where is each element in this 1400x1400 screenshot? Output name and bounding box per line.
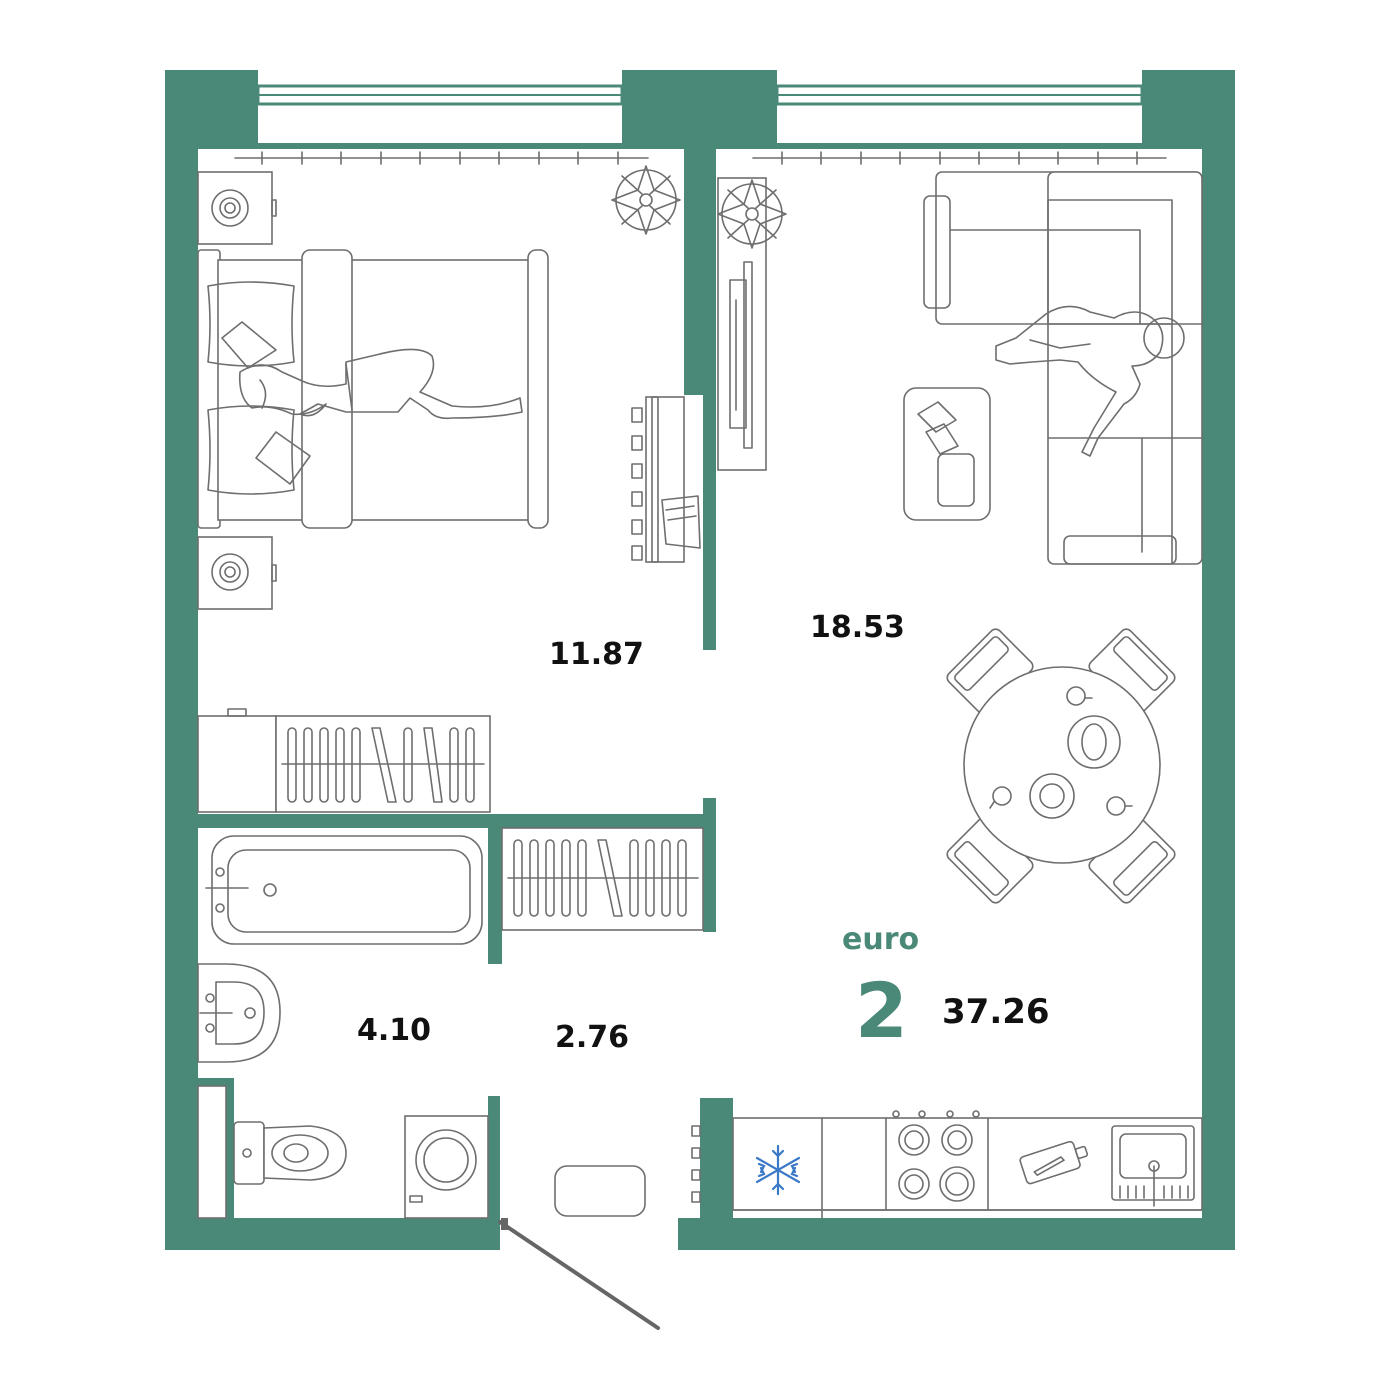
bedroom-area-label: 11.87 — [549, 637, 644, 672]
snowflake-icon — [755, 1144, 801, 1196]
tv-stand — [717, 177, 767, 471]
total-area-label: 37.26 — [942, 992, 1050, 1032]
bedroom-furniture — [197, 165, 701, 813]
windows — [256, 84, 1144, 106]
sink-icon — [1111, 1125, 1195, 1207]
toilet — [233, 1121, 347, 1185]
washbasin — [197, 963, 281, 1063]
bed — [197, 249, 549, 529]
kitchen-counter — [691, 1110, 1203, 1219]
bathroom-furniture — [197, 827, 704, 1330]
plant-icon — [717, 179, 787, 249]
bathroom-area-label: 4.10 — [357, 1013, 432, 1048]
wardrobe — [197, 708, 491, 813]
layout-type-label: euro — [842, 922, 920, 957]
dining-table — [946, 628, 1176, 904]
stove-icon — [892, 1110, 980, 1202]
hallway-area-label: 2.76 — [555, 1020, 630, 1055]
walls — [165, 70, 1235, 1250]
nightstand-top — [197, 171, 277, 245]
bathtub — [205, 835, 483, 945]
hall-rug — [554, 1165, 646, 1217]
entrance-door — [498, 1218, 660, 1330]
rooms-count: 2 — [855, 966, 908, 1055]
curtain-rails — [234, 151, 1167, 165]
plant-icon — [611, 165, 681, 235]
nightstand-bottom — [197, 536, 277, 610]
living-kitchen-area-label: 18.53 — [810, 610, 905, 645]
washing-machine-icon — [404, 1115, 489, 1219]
cutting-board-icon — [1019, 1140, 1089, 1185]
desk — [631, 396, 701, 563]
corner-sofa — [923, 171, 1203, 565]
hall-wardrobe — [501, 827, 704, 931]
coffee-table — [903, 387, 991, 521]
living-furniture — [691, 171, 1203, 1219]
